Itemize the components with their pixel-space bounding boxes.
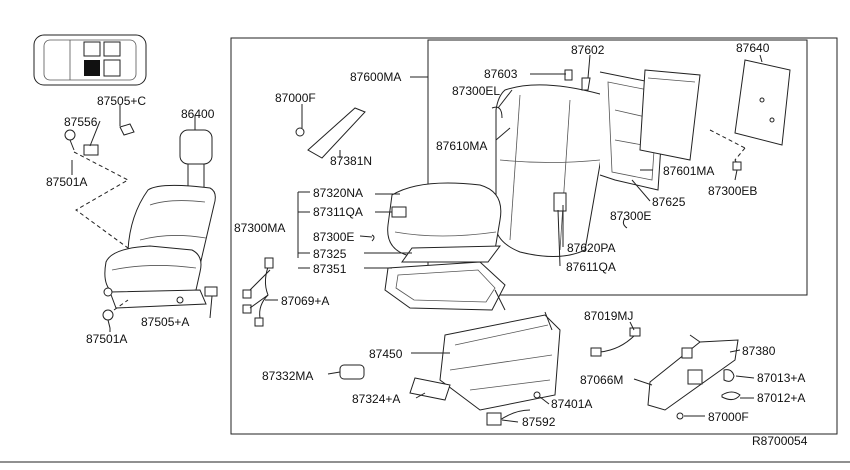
seat-position-marker bbox=[84, 60, 100, 76]
seatback-subassembly-frame bbox=[427, 39, 808, 296]
label-87603: 87603 bbox=[484, 67, 518, 81]
switch-87332MA bbox=[339, 364, 365, 380]
label-87300E-mid: 87300E bbox=[313, 230, 354, 244]
label-87450: 87450 bbox=[369, 347, 403, 361]
clip-87311QA bbox=[391, 206, 407, 218]
label-87505C: 87505+C bbox=[97, 94, 146, 108]
cushion-layer-87325 bbox=[401, 245, 502, 263]
label-87501A-bottom: 87501A bbox=[86, 332, 127, 346]
cushion-pad-87320NA bbox=[387, 182, 502, 259]
label-86400: 86400 bbox=[181, 107, 215, 121]
label-87019MJ: 87019MJ bbox=[584, 309, 633, 323]
bolt-87501A-bottom bbox=[102, 309, 114, 329]
clip-87300EB bbox=[732, 161, 742, 171]
back-panel-87640 bbox=[734, 59, 791, 146]
label-87311QA: 87311QA bbox=[313, 205, 363, 219]
label-87320NA: 87320NA bbox=[313, 186, 363, 200]
clip-87603 bbox=[564, 69, 573, 81]
complete-seat-drawing bbox=[103, 129, 218, 309]
bolt-87501A-top bbox=[64, 129, 76, 151]
harness-87069A bbox=[242, 257, 274, 327]
label-87351: 87351 bbox=[313, 262, 347, 276]
cushion-frame-87351 bbox=[384, 261, 506, 311]
label-87600MA: 87600MA bbox=[350, 70, 401, 84]
label-87332MA: 87332MA bbox=[262, 369, 313, 383]
label-87300E-right: 87300E bbox=[610, 209, 651, 223]
label-87300MA: 87300MA bbox=[234, 221, 285, 235]
side-finisher-87380 bbox=[647, 334, 739, 411]
main-assembly-frame bbox=[230, 37, 838, 435]
clip-87602 bbox=[581, 77, 591, 91]
label-87640: 87640 bbox=[736, 41, 770, 55]
label-87013A: 87013+A bbox=[757, 371, 805, 385]
label-87300EB: 87300EB bbox=[708, 184, 757, 198]
label-87000F-bottom: 87000F bbox=[708, 410, 749, 424]
seat-adjuster-87450 bbox=[439, 289, 561, 411]
label-87325: 87325 bbox=[313, 247, 347, 261]
label-87300EL: 87300EL bbox=[452, 84, 500, 98]
label-87401A: 87401A bbox=[551, 397, 592, 411]
label-87602: 87602 bbox=[571, 43, 605, 57]
label-87381N: 87381N bbox=[330, 154, 372, 168]
label-87380: 87380 bbox=[742, 344, 776, 358]
clip-87300E-mid bbox=[371, 234, 375, 242]
knob-87013A bbox=[723, 369, 735, 382]
headrest bbox=[179, 129, 213, 165]
vehicle-locator-icon bbox=[33, 34, 147, 86]
bracket-87381N bbox=[295, 107, 366, 159]
label-87592: 87592 bbox=[522, 415, 556, 429]
screw-87000F-bottom bbox=[676, 412, 684, 420]
label-87066M: 87066M bbox=[580, 373, 623, 387]
leader-lines bbox=[71, 54, 763, 423]
seatback-pad bbox=[495, 84, 609, 258]
label-87000F-top: 87000F bbox=[275, 91, 316, 105]
harness-87592 bbox=[486, 409, 531, 426]
label-87324A: 87324+A bbox=[352, 392, 400, 406]
label-87505A: 87505+A bbox=[141, 315, 189, 329]
callout-labels: 87505+C 86400 87556 87501A 87505+A 87501… bbox=[46, 41, 808, 448]
label-87501A-top: 87501A bbox=[46, 175, 87, 189]
label-87556: 87556 bbox=[64, 115, 98, 129]
seatback-board-87640 bbox=[639, 69, 701, 161]
label-87069A: 87069+A bbox=[281, 294, 329, 308]
label-87620PA: 87620PA bbox=[567, 241, 616, 255]
label-87601MA: 87601MA bbox=[663, 164, 714, 178]
harness-87019MJ bbox=[590, 327, 641, 357]
pad-87324A bbox=[409, 377, 451, 401]
label-87012A: 87012+A bbox=[757, 391, 805, 405]
label-87611QA: 87611QA bbox=[566, 260, 616, 274]
cover-87505C bbox=[119, 123, 135, 136]
label-87625: 87625 bbox=[652, 195, 686, 209]
clip-87556 bbox=[83, 144, 99, 156]
label-87610MA: 87610MA bbox=[436, 139, 487, 153]
knob-87012A bbox=[721, 391, 741, 401]
clip-87300EL bbox=[491, 106, 503, 119]
diagram-code: R8700054 bbox=[752, 434, 808, 448]
